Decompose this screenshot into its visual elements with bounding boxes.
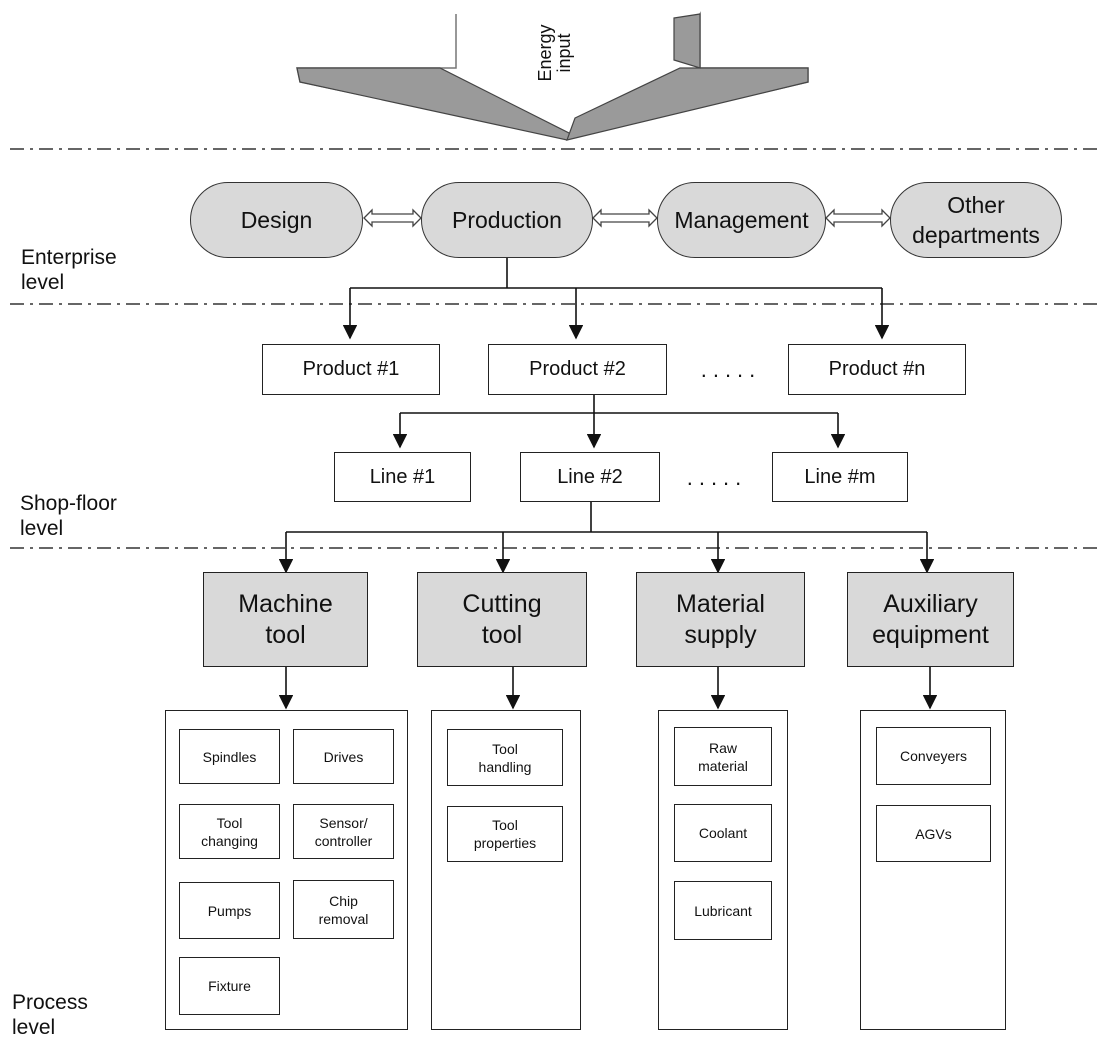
category-auxiliary-equipment: Auxiliary equipment xyxy=(847,572,1014,667)
department-production: Production xyxy=(421,182,593,258)
product-n: Product #n xyxy=(788,344,966,395)
product-1: Product #1 xyxy=(262,344,440,395)
item-drives: Drives xyxy=(293,729,394,784)
products-ellipsis: ..... xyxy=(700,357,762,382)
item-pumps: Pumps xyxy=(179,882,280,939)
item-agvs: AGVs xyxy=(876,805,991,862)
department-design: Design xyxy=(190,182,363,258)
item-coolant: Coolant xyxy=(674,804,772,862)
item-conveyers: Conveyers xyxy=(876,727,991,785)
category-material-supply: Material supply xyxy=(636,572,805,667)
shopfloor-level-label: Shop-floor level xyxy=(20,492,117,540)
product-2: Product #2 xyxy=(488,344,667,395)
item-raw-material: Raw material xyxy=(674,727,772,786)
enterprise-level-label: Enterprise level xyxy=(21,246,117,294)
item-tool-handling: Tool handling xyxy=(447,729,563,786)
item-lubricant: Lubricant xyxy=(674,881,772,940)
line-2: Line #2 xyxy=(520,452,660,502)
item-fixture: Fixture xyxy=(179,957,280,1015)
item-chip-removal: Chip removal xyxy=(293,880,394,939)
tree-connectors xyxy=(278,258,938,710)
department-other: Other departments xyxy=(890,182,1062,258)
energy-input-funnel xyxy=(296,11,809,141)
level-separators xyxy=(10,148,1103,549)
category-cutting-tool: Cutting tool xyxy=(417,572,587,667)
item-sensor-controller: Sensor/ controller xyxy=(293,804,394,859)
line-m: Line #m xyxy=(772,452,908,502)
department-links xyxy=(363,208,891,228)
process-level-label: Process level xyxy=(12,991,88,1039)
item-tool-properties: Tool properties xyxy=(447,806,563,862)
energy-input-label: Energy input xyxy=(535,24,574,82)
line-1: Line #1 xyxy=(334,452,471,502)
item-tool-changing: Tool changing xyxy=(179,804,280,859)
lines-ellipsis: ..... xyxy=(686,465,748,490)
item-spindles: Spindles xyxy=(179,729,280,784)
category-machine-tool: Machine tool xyxy=(203,572,368,667)
department-management: Management xyxy=(657,182,826,258)
